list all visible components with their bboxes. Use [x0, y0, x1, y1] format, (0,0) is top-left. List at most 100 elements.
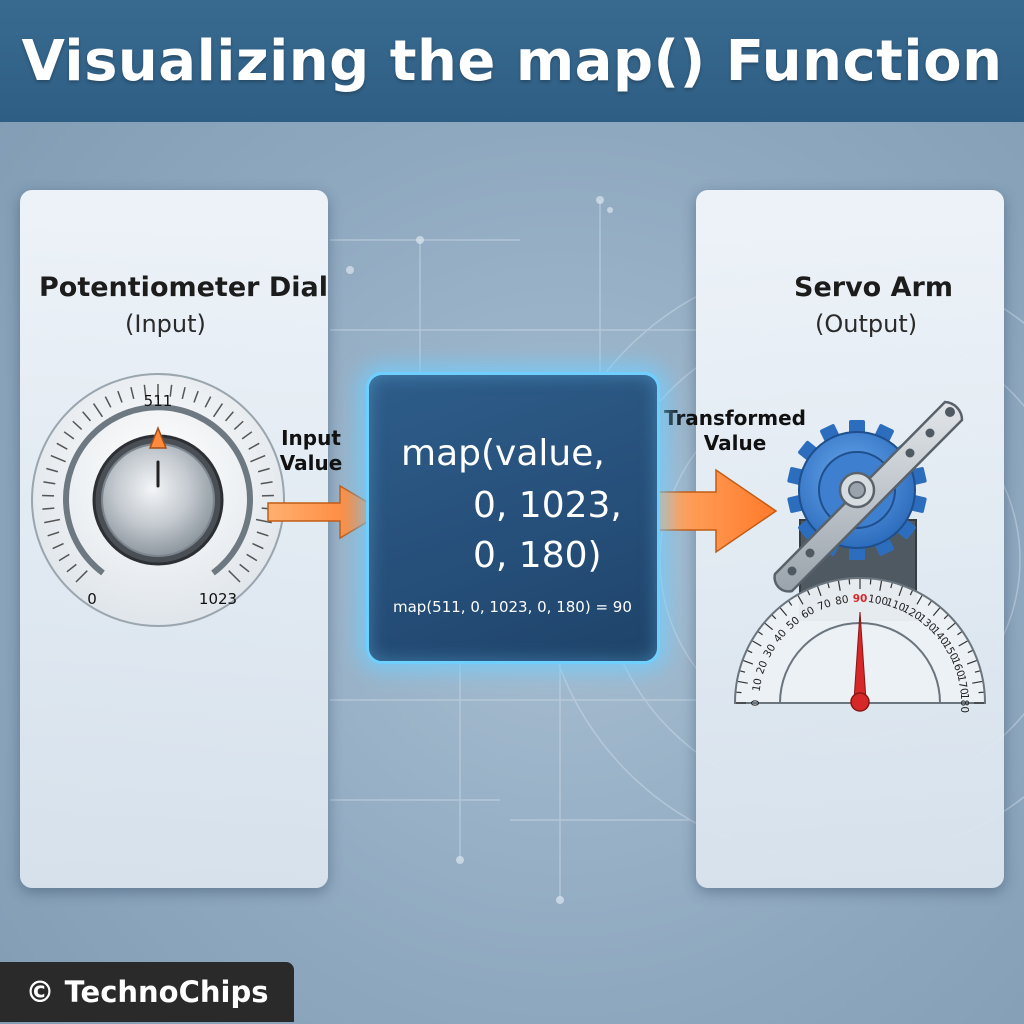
dial-tick [246, 553, 258, 562]
scale-tick [932, 607, 941, 617]
map-function-box: map(value, 0, 1023, 0, 180) map(511, 0, … [366, 372, 660, 664]
scale-label: 90 [853, 593, 868, 605]
dial-tick [72, 420, 83, 430]
map-example: map(511, 0, 1023, 0, 180) = 90 [393, 598, 632, 616]
input-arrow-label-line2: Value [279, 451, 343, 475]
scale-tick [797, 595, 804, 605]
dial-tick [130, 387, 135, 400]
scale-label: 100 [867, 593, 889, 608]
dial-tick [212, 403, 224, 418]
dial-tick [204, 396, 212, 408]
input-arrow-label-line1: Input [281, 426, 341, 450]
servo-arm-icon [773, 400, 964, 593]
scale-label: 0 [750, 700, 762, 707]
scale-tick [957, 631, 962, 636]
scale-tick [837, 580, 841, 591]
output-arrow-icon [639, 468, 778, 554]
dial-tick [193, 390, 199, 403]
scale-tick [946, 622, 956, 631]
scale-tick [779, 607, 788, 617]
output-arrow-label: Transformed Value [656, 406, 814, 456]
dial-tick [228, 570, 241, 583]
page-title: Visualizing the map() Function [21, 28, 1003, 94]
scale-tick [967, 650, 973, 654]
scale-tick [771, 614, 777, 620]
dial-tick [44, 518, 61, 524]
scale-tick [890, 583, 893, 589]
input-panel-subtitle: (Input) [125, 310, 206, 338]
scale-label: 60 [799, 604, 817, 621]
scale-tick [747, 650, 753, 654]
scale-label: 30 [761, 642, 778, 660]
output-panel-title: Servo Arm [794, 272, 953, 303]
dial-max-label: 1023 [199, 590, 237, 608]
scale-label: 10 [751, 677, 765, 692]
scale-tick [927, 601, 932, 606]
dial-tick [241, 431, 253, 440]
scale-label: 80 [834, 594, 849, 608]
scale-tick [764, 622, 774, 631]
scale-tick [788, 601, 793, 606]
dial-tick [252, 542, 264, 550]
dial-tick [52, 542, 64, 550]
output-arrow-label-line2: Value [703, 431, 767, 455]
dial-tick [143, 384, 147, 397]
dial-tick [104, 396, 112, 408]
scale-tick [898, 586, 903, 597]
map-code-line2: 0, 1023, [473, 485, 622, 526]
dial-tick [256, 531, 269, 537]
dial-tick [169, 384, 173, 397]
scale-tick [909, 590, 913, 596]
scale-tick [743, 660, 754, 665]
scale-tick [972, 680, 983, 684]
scale-tick [758, 631, 763, 636]
dial-pointer-icon [148, 425, 168, 449]
dial-tick [255, 518, 272, 524]
scale-label: 20 [754, 659, 770, 676]
dial-tick [47, 531, 60, 537]
dial-tick [56, 442, 68, 450]
credit-badge: © TechnoChips [0, 962, 294, 1022]
scale-label: 170 [955, 674, 970, 696]
dial-tick [42, 507, 55, 510]
dial-tick [117, 390, 123, 403]
dial-tick [82, 411, 92, 422]
dial-tick [46, 467, 59, 473]
scale-tick [966, 660, 977, 665]
map-code-line1: map(value, [401, 433, 605, 474]
scale-tick [974, 670, 980, 673]
scale-tick [943, 614, 949, 620]
scale-label: 70 [816, 597, 833, 613]
scale-tick [958, 640, 968, 647]
dial-tick [50, 454, 66, 463]
dial-tick [250, 454, 266, 463]
scale-tick [916, 595, 923, 605]
dial-tick [260, 481, 273, 485]
title-bar: Visualizing the map() Function [0, 0, 1024, 122]
output-panel-subtitle: (Output) [815, 310, 918, 338]
output-arrow-label-line1: Transformed [664, 406, 806, 430]
dial-tick [181, 387, 186, 400]
dial-value-label: 511 [144, 392, 173, 410]
map-code-line3: 0, 180) [473, 535, 602, 576]
dial-tick [63, 431, 75, 440]
credit-text: © TechnoChips [25, 975, 269, 1009]
dial-tick [66, 563, 77, 573]
dial-tick [224, 411, 234, 422]
dial-tick [92, 403, 104, 418]
dial-tick [43, 481, 56, 485]
scale-tick [752, 640, 762, 647]
dial-tick [233, 420, 244, 430]
scale-tick [807, 590, 811, 596]
input-arrow-label: Input Value [276, 426, 346, 476]
scale-tick [879, 580, 883, 591]
potentiometer-dial [31, 373, 285, 627]
scale-tick [740, 670, 746, 673]
dial-tick [239, 563, 250, 573]
scale-label: 180 [958, 693, 970, 713]
input-arrow-icon [267, 484, 386, 540]
scale-tick [737, 680, 748, 684]
dial-tick [248, 442, 260, 450]
